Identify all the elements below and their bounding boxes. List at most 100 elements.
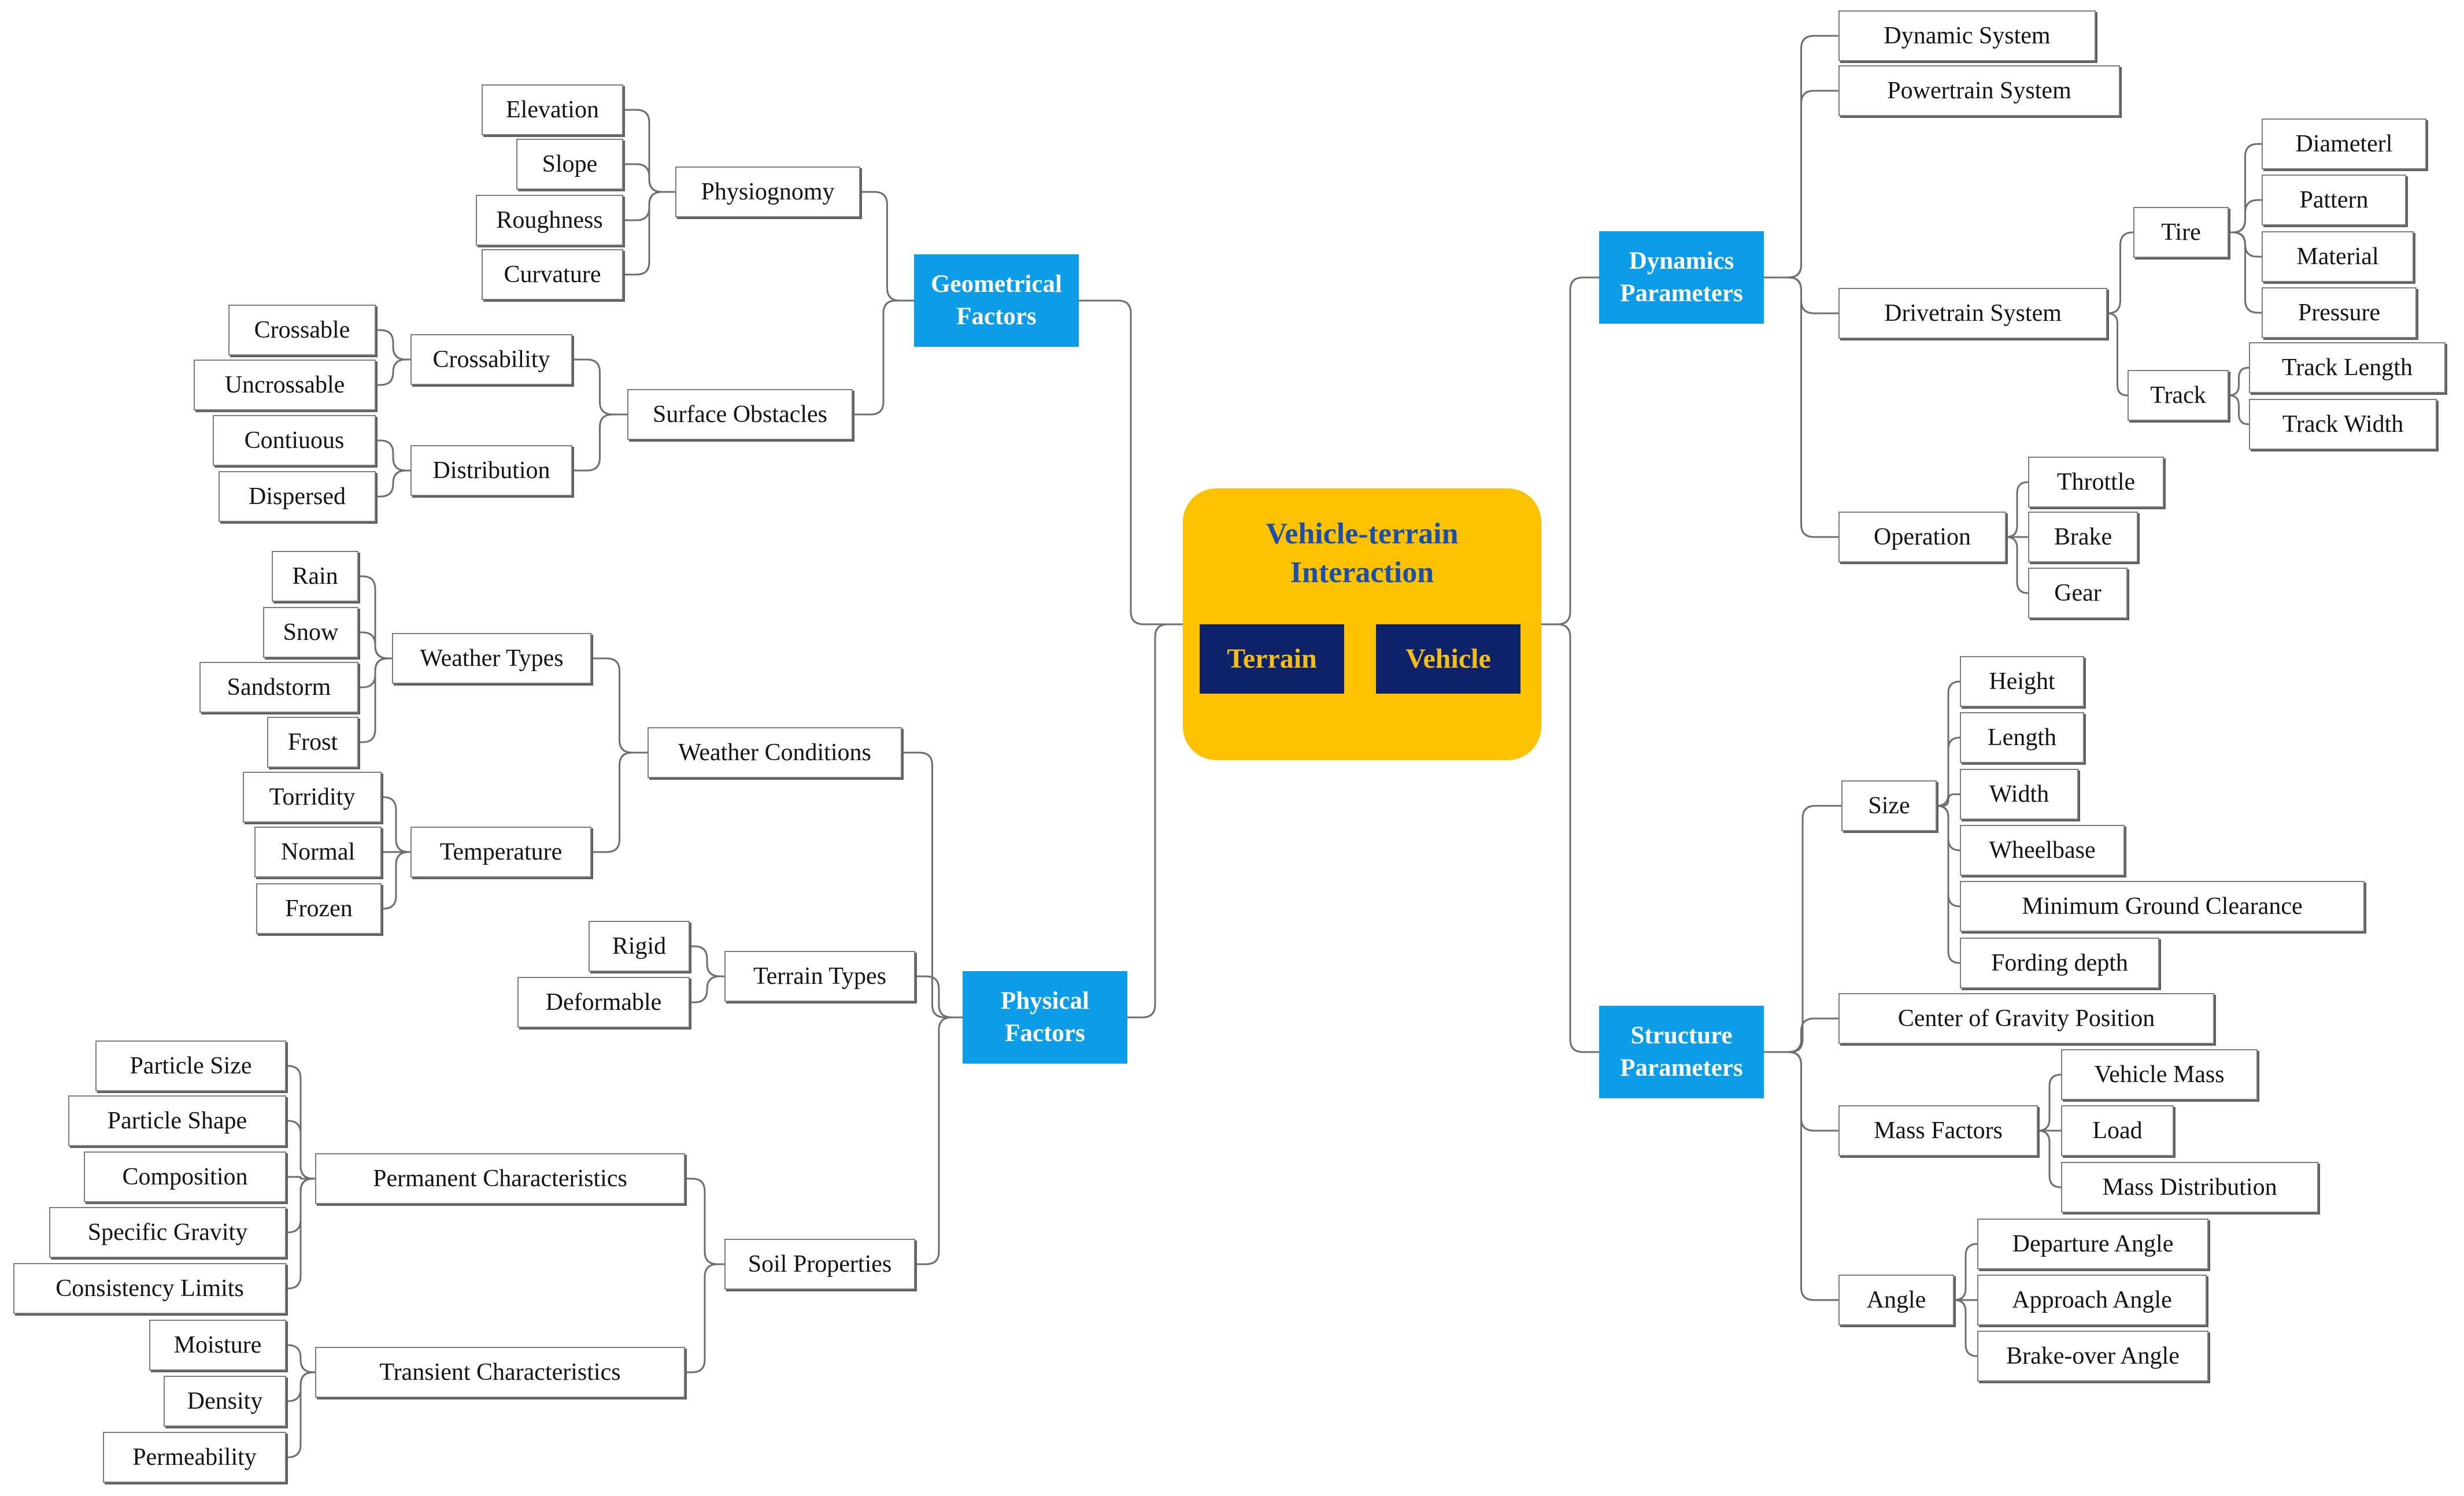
node-elevation[interactable]: Elevation [482, 84, 623, 135]
connector-temperature-to-frozen [382, 851, 410, 910]
node-minimum-ground-clearance[interactable]: Minimum Ground Clearance [1960, 881, 2365, 932]
connector-physiognomy-to-slope [623, 163, 675, 193]
node-weather-conditions[interactable]: Weather Conditions [648, 727, 902, 778]
connector-operation-to-gear [2006, 536, 2029, 594]
node-brake[interactable]: Brake [2028, 512, 2138, 562]
node-uncrossable[interactable]: Uncrossable [194, 360, 376, 410]
node-specific-gravity[interactable]: Specific Gravity [49, 1207, 286, 1258]
connector-distrib-to-dispersed [376, 469, 410, 498]
node-roughness[interactable]: Roughness [476, 195, 623, 246]
node-weather-types[interactable]: Weather Types [392, 633, 591, 684]
node-dynamic-system[interactable]: Dynamic System [1838, 10, 2096, 61]
connector-soilprops-to-transchar [685, 1263, 724, 1373]
node-wheelbase[interactable]: Wheelbase [1960, 825, 2125, 876]
connector-track-to-trackwid [2228, 394, 2250, 425]
branch-label-line-1: Geometrical [931, 271, 1062, 298]
core-vehicle-button[interactable]: Vehicle [1376, 624, 1520, 694]
connector-crossab-to-uncrossable [376, 358, 410, 386]
node-snow[interactable]: Snow [263, 607, 358, 658]
node-mass-factors[interactable]: Mass Factors [1838, 1105, 2038, 1156]
core-terrain-button[interactable]: Terrain [1200, 624, 1344, 694]
connector-angle-to-departang [1954, 1243, 1978, 1301]
branch-label-line-2: Parameters [1620, 280, 1743, 307]
node-departure-angle[interactable]: Departure Angle [1977, 1219, 2208, 1269]
connector-surfobs-to-distrib [572, 413, 627, 472]
node-torridity[interactable]: Torridity [243, 772, 382, 823]
node-gear[interactable]: Gear [2028, 568, 2128, 619]
node-distribution[interactable]: Distribution [410, 445, 572, 496]
node-consistency-limits[interactable]: Consistency Limits [13, 1263, 286, 1314]
node-soil-properties[interactable]: Soil Properties [724, 1239, 915, 1290]
node-operation[interactable]: Operation [1838, 512, 2006, 562]
node-contiuous[interactable]: Contiuous [213, 415, 376, 466]
node-fording-depth[interactable]: Fording depth [1960, 938, 2159, 988]
connector-weathercond-to-weathertypes [591, 657, 648, 754]
connector-crossab-to-crossable [376, 329, 410, 361]
node-dispersed[interactable]: Dispersed [219, 471, 376, 522]
connector-drivesys-to-tire [2107, 231, 2133, 314]
node-mass-distribution[interactable]: Mass Distribution [2061, 1162, 2318, 1213]
connector-phys-to-weathercond [902, 751, 963, 1019]
node-sandstorm[interactable]: Sandstorm [199, 662, 358, 713]
node-normal[interactable]: Normal [254, 827, 382, 877]
connector-phys-to-terraintypes [915, 975, 963, 1019]
node-frost[interactable]: Frost [267, 717, 358, 768]
node-diameterl[interactable]: Diameterl [2262, 119, 2426, 169]
node-approach-angle[interactable]: Approach Angle [1977, 1275, 2207, 1325]
node-angle[interactable]: Angle [1838, 1275, 1954, 1325]
node-slope[interactable]: Slope [516, 139, 623, 190]
node-density[interactable]: Density [164, 1376, 286, 1427]
node-temperature[interactable]: Temperature [410, 827, 591, 877]
node-rain[interactable]: Rain [272, 551, 358, 602]
node-frozen[interactable]: Frozen [256, 883, 382, 934]
node-crossability[interactable]: Crossability [410, 334, 572, 385]
node-composition[interactable]: Composition [84, 1151, 286, 1202]
node-center-of-gravity-position[interactable]: Center of Gravity Position [1838, 993, 2214, 1044]
node-track-width[interactable]: Track Width [2249, 399, 2437, 450]
node-surface-obstacles[interactable]: Surface Obstacles [627, 389, 853, 440]
connector-dyn-to-powersys [1764, 90, 1838, 279]
node-load[interactable]: Load [2061, 1105, 2174, 1156]
node-drivetrain-system[interactable]: Drivetrain System [1838, 288, 2107, 339]
node-material[interactable]: Material [2262, 231, 2414, 282]
connector-size-to-length [1936, 736, 1960, 807]
node-brake-over-angle[interactable]: Brake-over Angle [1977, 1331, 2208, 1382]
core-title-line-1: Vehicle-terrain [1266, 517, 1459, 550]
connector-transchar-to-permeab [286, 1371, 315, 1458]
connector-soilprops-to-permchar [685, 1177, 724, 1265]
node-track[interactable]: Track [2128, 370, 2229, 421]
node-track-length[interactable]: Track Length [2249, 342, 2445, 393]
node-throttle[interactable]: Throttle [2028, 457, 2164, 508]
node-vehicle-mass[interactable]: Vehicle Mass [2061, 1049, 2258, 1100]
node-pressure[interactable]: Pressure [2262, 287, 2417, 338]
node-pattern[interactable]: Pattern [2262, 175, 2406, 225]
node-permanent-characteristics[interactable]: Permanent Characteristics [315, 1153, 685, 1204]
node-height[interactable]: Height [1960, 656, 2084, 707]
node-tire[interactable]: Tire [2133, 207, 2229, 258]
node-crossable[interactable]: Crossable [228, 305, 376, 356]
connector-weathercond-to-temperature [591, 751, 648, 853]
node-length[interactable]: Length [1960, 712, 2084, 763]
node-moisture[interactable]: Moisture [149, 1320, 286, 1371]
node-deformable[interactable]: Deformable [517, 977, 690, 1028]
node-size[interactable]: Size [1841, 780, 1937, 831]
connector-geo-to-surfobs [853, 299, 914, 416]
node-rigid[interactable]: Rigid [589, 921, 690, 972]
connector-geo-to-physiognomy [860, 191, 914, 302]
node-terrain-types[interactable]: Terrain Types [724, 951, 915, 1002]
node-curvature[interactable]: Curvature [482, 249, 623, 300]
connector-permchar-to-compos [286, 1176, 315, 1180]
node-physiognomy[interactable]: Physiognomy [675, 166, 860, 217]
node-powertrain-system[interactable]: Powertrain System [1838, 65, 2120, 116]
node-particle-size[interactable]: Particle Size [95, 1040, 286, 1091]
node-particle-shape[interactable]: Particle Shape [68, 1095, 286, 1146]
node-transient-characteristics[interactable]: Transient Characteristics [315, 1347, 685, 1398]
node-permeability[interactable]: Permeability [103, 1432, 286, 1483]
node-width[interactable]: Width [1960, 769, 2078, 820]
